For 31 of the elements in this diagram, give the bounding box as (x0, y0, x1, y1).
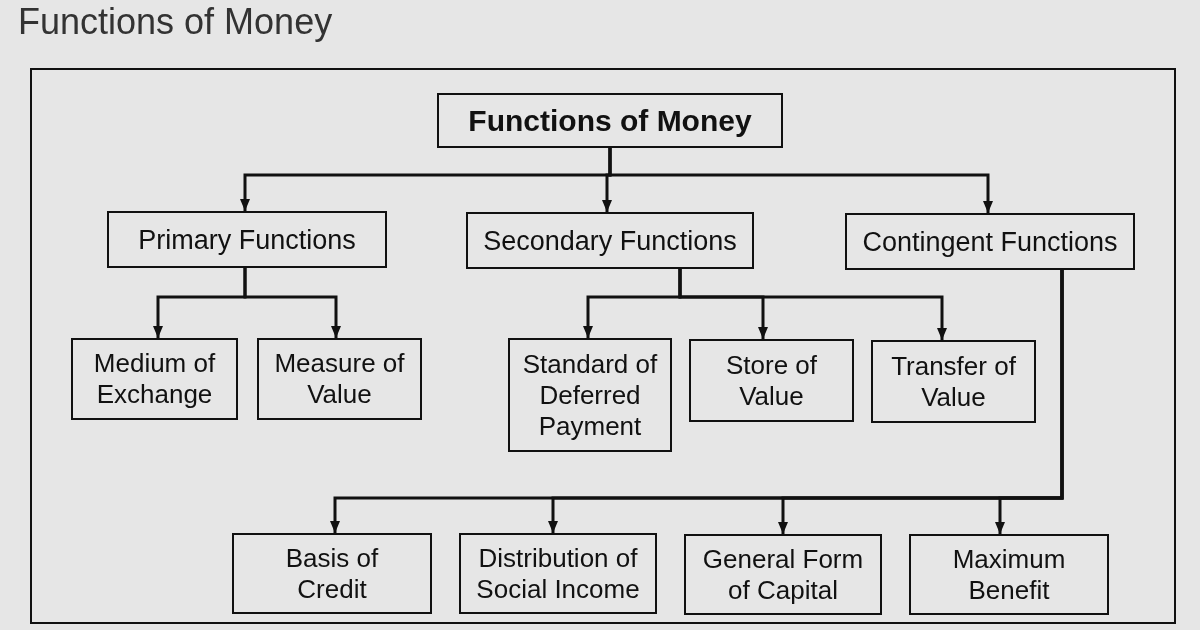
process-box (257, 338, 422, 420)
process-box (459, 533, 657, 614)
box-label: Basis of Credit (284, 542, 380, 605)
box-label: Primary Functions (138, 223, 356, 256)
arrow (243, 268, 341, 338)
arrow (608, 148, 993, 213)
box-label: Medium of Exchange (92, 348, 217, 410)
process-box (71, 338, 238, 420)
box-label: Store of Value (724, 349, 819, 412)
arrow (995, 270, 1064, 534)
box-label: Measure of Value (273, 348, 406, 410)
process-box (845, 213, 1135, 270)
process-box (232, 533, 432, 614)
process-box (684, 534, 882, 615)
arrow (678, 269, 947, 340)
process-box (437, 93, 783, 148)
diagram-title: Functions of Money (18, 2, 333, 42)
process-box (508, 338, 672, 452)
process-box (871, 340, 1036, 423)
process-box (689, 339, 854, 422)
box-label: Distribution of Social Income (475, 542, 641, 605)
process-box (466, 212, 754, 269)
box-label: Functions of Money (468, 103, 752, 138)
box-label: Standard of Deferred Payment (521, 348, 659, 442)
box-label: Maximum Benefit (951, 543, 1067, 606)
process-box (909, 534, 1109, 615)
process-box (107, 211, 387, 268)
box-label: Contingent Functions (862, 225, 1118, 258)
box-label: Transfer of Value (890, 350, 1017, 413)
box-label: General Form of Capital (701, 543, 865, 606)
box-label: Secondary Functions (483, 224, 737, 257)
